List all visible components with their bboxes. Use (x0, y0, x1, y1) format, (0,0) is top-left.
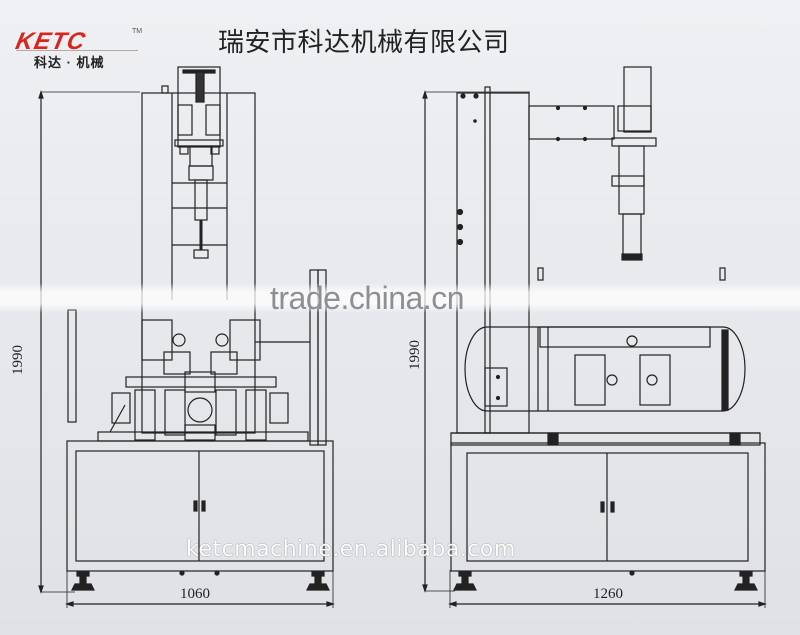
side-view (422, 66, 767, 608)
front-height-dimension: 1990 (10, 345, 26, 375)
side-height-dimension-line (422, 90, 530, 593)
front-top-cylinder (174, 66, 224, 259)
watermark-band (0, 283, 800, 313)
logo-underline (16, 50, 138, 51)
side-feet (453, 570, 758, 591)
front-view (38, 66, 335, 608)
side-height-dimension: 1990 (407, 340, 423, 370)
front-feet (71, 570, 330, 591)
logo-trademark: TM (132, 28, 143, 35)
front-height-dimension-line (38, 90, 140, 594)
side-width-dimension: 1260 (593, 586, 623, 602)
watermark-trade-china: trade.china.cn (270, 280, 465, 316)
side-cabinet (450, 442, 766, 572)
front-mechanism (97, 319, 309, 442)
ketc-logo: KETC TM 科达 · 机械 (8, 28, 142, 72)
side-base (450, 432, 761, 446)
watermark-alibaba: ketcmachine.en.alibaba.com (186, 537, 516, 562)
company-name: 瑞安市科达机械有限公司 (218, 28, 510, 58)
side-head (611, 66, 657, 261)
front-cabinet (66, 440, 334, 572)
side-oval-guard (464, 267, 746, 412)
front-column-frame (141, 85, 256, 434)
side-width-dimension-line (448, 570, 767, 608)
front-width-dimension-line (65, 570, 335, 608)
side-column (456, 86, 530, 434)
front-width-dimension: 1060 (180, 586, 210, 602)
side-arm (528, 105, 615, 142)
logo-chinese-name: 科达 · 机械 (34, 55, 105, 70)
